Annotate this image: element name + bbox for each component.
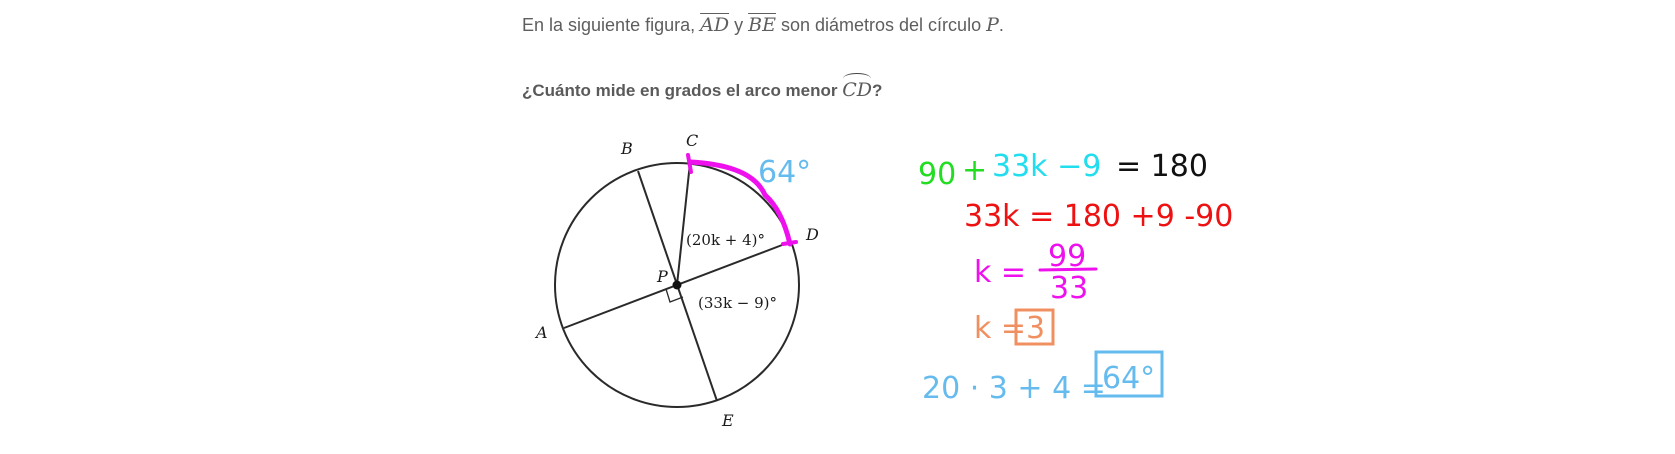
label-e: E <box>721 411 734 430</box>
work-line4-lhs: k = <box>974 311 1026 346</box>
label-b: B <box>620 139 633 158</box>
circle-figure: A B C D E P (20k + 4)° (33k − 9)° <box>534 131 819 430</box>
angle-dpe-label: (33k − 9)° <box>698 294 777 312</box>
work-line1-plus: + <box>962 153 987 188</box>
label-a: A <box>534 323 548 342</box>
circle-name: P <box>986 14 999 36</box>
handwritten-work: 90 + 33k −9 = 180 33k = 180 +9 -90 k = 9… <box>918 149 1233 406</box>
right-angle-mark <box>665 288 684 303</box>
arc-measure-note: 64° <box>758 155 811 190</box>
highlighted-arc-cd <box>687 159 793 247</box>
label-c: C <box>686 131 698 150</box>
label-d: D <box>805 225 819 244</box>
segment-ad: AD <box>700 14 730 36</box>
arc-cd: CD <box>842 73 873 101</box>
problem-statement: En la siguiente figura, AD y BE son diám… <box>522 14 1004 36</box>
center-point <box>672 280 682 290</box>
fraction-bar <box>1038 267 1098 272</box>
work-line2: 33k = 180 +9 -90 <box>964 199 1233 234</box>
angle-cpd-label: (20k + 4)° <box>686 231 765 249</box>
work-line3-den: 33 <box>1050 271 1088 306</box>
question-end: ? <box>872 81 883 100</box>
work-line1-eq: = 180 <box>1116 149 1208 184</box>
question: ¿Cuánto mide en grados el arco menor CD? <box>522 73 883 101</box>
question-text: ¿Cuánto mide en grados el arco menor <box>522 81 838 100</box>
work-line1-b: 33k −9 <box>992 149 1101 184</box>
answer-box-k <box>1014 308 1055 346</box>
work-line5-lhs: 20 · 3 + 4 = <box>922 371 1106 406</box>
work-line4-boxed: 3 <box>1026 311 1045 346</box>
arc-tick-c <box>686 153 693 174</box>
prompt-mid: son diámetros del círculo <box>780 15 982 35</box>
work-line5-boxed: 64° <box>1102 361 1155 396</box>
prompt-intro: En la siguiente figura, <box>522 15 696 35</box>
work-line1-a: 90 <box>918 157 956 192</box>
segment-be: BE <box>748 14 776 36</box>
radius-pc <box>676 162 691 286</box>
label-p: P <box>656 267 668 286</box>
answer-box-arc <box>1094 350 1164 398</box>
arc-tick-d <box>781 240 798 246</box>
circle-p <box>554 162 800 408</box>
prompt-and: y <box>734 15 744 35</box>
prompt-end: . <box>998 15 1004 35</box>
work-line3-lhs: k = <box>974 255 1026 290</box>
